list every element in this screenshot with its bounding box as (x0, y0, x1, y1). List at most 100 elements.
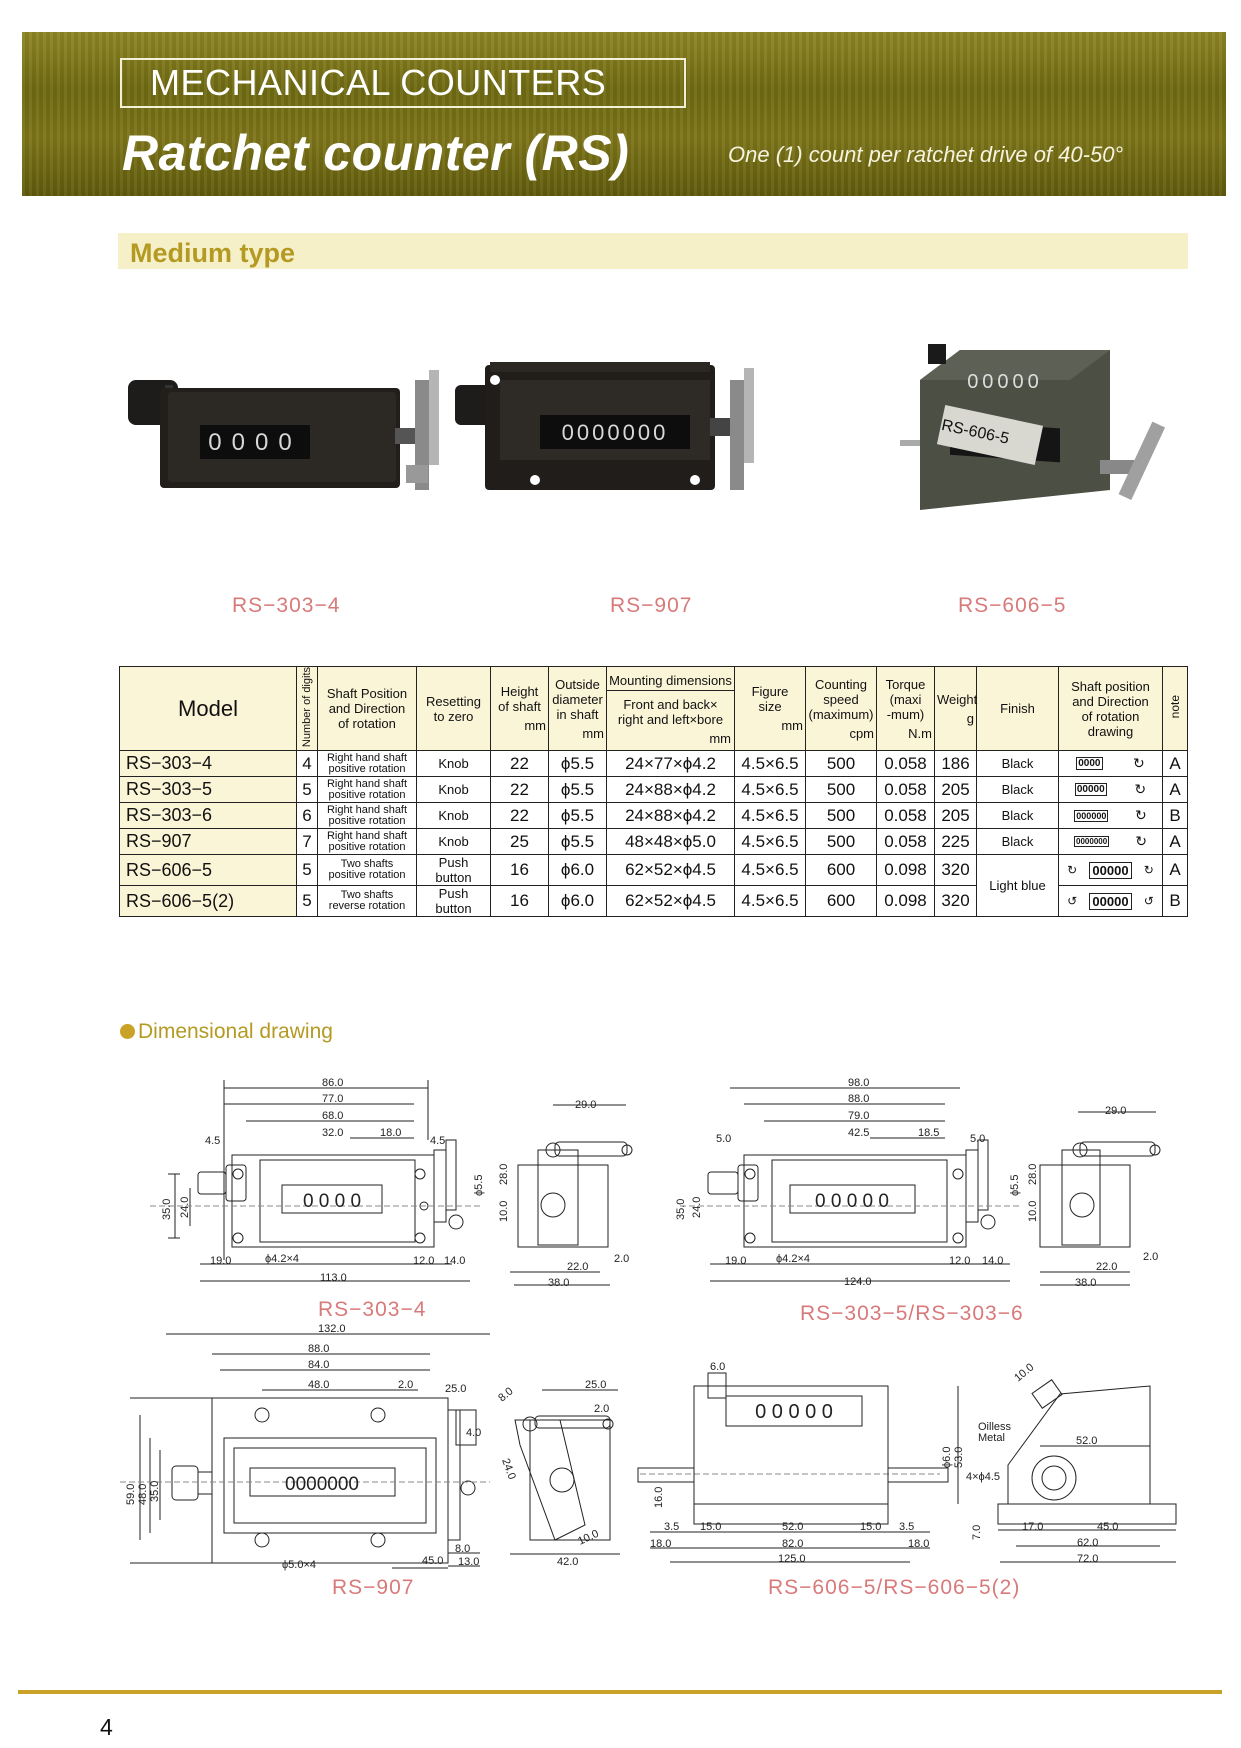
dim-label: 19.0 (725, 1255, 746, 1267)
th-digits: Number of digits (296, 665, 318, 752)
photo-digits-3: 00000 (967, 371, 1043, 393)
dim-label: 2.0 (594, 1403, 609, 1415)
photo-rs-907: 0000000 (455, 362, 754, 490)
cell-model: RS−303−5 (119, 776, 297, 804)
section-subtitle: Medium type (130, 238, 296, 268)
dim-label: 24.0 (499, 1457, 518, 1481)
dim-label: 19.0 (210, 1255, 231, 1267)
dim-label: Oilless (978, 1421, 1012, 1433)
dim-label: 72.0 (1077, 1553, 1098, 1565)
cell-finish: Black (976, 776, 1059, 804)
th-torque: Torque(maxi-mum) N.m (876, 665, 935, 752)
cell-note: A (1162, 828, 1188, 856)
dim-label: 48.0 (308, 1379, 329, 1391)
category-box (120, 58, 686, 108)
dim-label: 38.0 (1075, 1277, 1096, 1289)
dim-label: 8.0 (496, 1385, 515, 1404)
dim-label: ϕ6.0 (941, 1447, 953, 1468)
drawing-rs-907-side (510, 1389, 620, 1555)
th-model: Model (119, 665, 297, 752)
cell-diameter: ϕ6.0 (548, 854, 607, 887)
dim-label: 4×ϕ4.5 (966, 1471, 1000, 1483)
dim-label: 48.0 (137, 1484, 149, 1505)
cell-mount: 62×52×ϕ4.5 (606, 854, 735, 887)
dim-label: 86.0 (322, 1077, 343, 1089)
dim-label: 18.0 (650, 1538, 671, 1550)
cell-mount: 24×88×ϕ4.2 (606, 802, 735, 830)
dim-label: 29.0 (575, 1099, 596, 1111)
cell-torque: 0.098 (876, 885, 935, 918)
cell-weight: 205 (934, 802, 977, 830)
dim-label: 53.0 (953, 1447, 965, 1468)
dim-label: 35.0 (675, 1199, 687, 1220)
th-note: note (1162, 665, 1188, 752)
dim-label: 22.0 (1096, 1261, 1117, 1273)
drawing-rs-606-5-front (637, 1372, 959, 1563)
photo-rs-303-4: 0000 (128, 370, 439, 490)
dim-label: 14.0 (444, 1255, 465, 1267)
cell-note: A (1162, 776, 1188, 804)
drawing-caption-rs-606-5: RS−606−5/RS−606−5(2) (768, 1576, 1021, 1599)
cell-weight: 320 (934, 885, 977, 918)
cell-diameter: ϕ6.0 (548, 885, 607, 918)
cell-drawing: ↻00000↻ (1058, 854, 1163, 887)
cell-speed: 500 (805, 802, 877, 830)
dimensional-drawing-title: Dimensional drawing (120, 1020, 333, 1044)
cell-figure: 4.5×6.5 (734, 828, 806, 856)
dim-label: 42.5 (848, 1127, 869, 1139)
dim-label: 132.0 (318, 1323, 346, 1335)
dim-label: 125.0 (778, 1553, 806, 1565)
photo-digits-2: 0000000 (562, 420, 669, 445)
dim-label: 18.5 (918, 1127, 939, 1139)
dim-label: 35.0 (149, 1481, 161, 1502)
dim-label: 3.5 (664, 1521, 679, 1533)
page-number: 4 (100, 1714, 113, 1740)
dim-label: 52.0 (1076, 1435, 1097, 1447)
th-finish: Finish (976, 665, 1059, 752)
cell-diameter: ϕ5.5 (548, 776, 607, 804)
dim-label: ϕ5.5 (473, 1175, 485, 1196)
rotation-drawing-counter: 000000 (1074, 809, 1109, 822)
cell-figure: 4.5×6.5 (734, 885, 806, 918)
drawing-digits: 0 0 0 0 0 (755, 1401, 833, 1423)
dim-label: 88.0 (308, 1343, 329, 1355)
cell-height: 16 (490, 885, 549, 918)
cell-torque: 0.058 (876, 750, 935, 778)
page-subtitle: One (1) count per ratchet drive of 40-50… (728, 142, 1124, 167)
cell-speed: 500 (805, 776, 877, 804)
cell-model: RS−303−4 (119, 750, 297, 778)
rotation-arrow-icon: ↺ (1143, 894, 1154, 909)
dim-label: 4.5 (205, 1135, 220, 1147)
cell-reset: Push button (416, 854, 491, 887)
dim-label: 68.0 (322, 1110, 343, 1122)
dim-label: 14.0 (982, 1255, 1003, 1267)
dim-label: 15.0 (700, 1521, 721, 1533)
rotation-arrow-icon: ↻ (1133, 755, 1145, 772)
drawing-caption-rs-303-5: RS−303−5/RS−303−6 (800, 1302, 1024, 1325)
dim-label: 3.5 (899, 1521, 914, 1533)
dim-label: 6.0 (710, 1361, 725, 1373)
bullet-icon (120, 1024, 135, 1039)
cell-reset: Knob (416, 802, 491, 830)
cell-reset: Knob (416, 828, 491, 856)
cell-speed: 500 (805, 750, 877, 778)
cell-weight: 205 (934, 776, 977, 804)
cell-figure: 4.5×6.5 (734, 802, 806, 830)
dim-label: 7.0 (971, 1525, 983, 1540)
cell-reset: Push button (416, 885, 491, 918)
dim-label: ϕ4.2×4 (776, 1253, 810, 1265)
cell-diameter: ϕ5.5 (548, 802, 607, 830)
dim-label: 10.0 (576, 1528, 600, 1548)
dim-label: 124.0 (844, 1276, 872, 1288)
